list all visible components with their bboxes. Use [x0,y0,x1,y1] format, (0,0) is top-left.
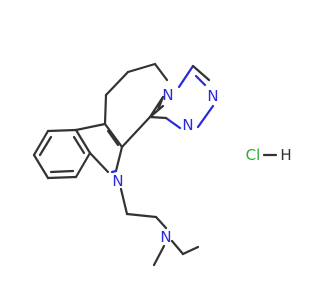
bond [181,245,200,256]
pyrrole-ring [74,122,124,174]
double-bond [38,135,53,157]
bond [170,239,185,256]
bond [46,128,78,133]
bond [153,62,169,82]
bond [74,128,92,155]
bond [177,64,195,89]
double-bond [72,135,86,155]
bond [74,122,107,132]
atom-n-amine: N [160,228,171,246]
bond [148,115,168,120]
side-chain [119,187,200,267]
bond [154,215,168,230]
atom-n-triazole-lower: N [182,116,193,134]
atom-cl: Cl [246,146,261,164]
bond [119,187,129,216]
triazole-ring [148,64,215,130]
atom-n-indole: N [112,172,123,190]
bond [32,129,50,157]
bond [120,115,152,149]
bond [164,116,182,130]
bond [104,70,130,97]
bond [125,212,158,219]
atom-n-triazole-ring: N [162,86,173,104]
atom-h: H [280,146,291,164]
double-bond [106,129,120,147]
double-bond [49,169,75,174]
bond [32,153,50,180]
atom-n-triazole-upper: N [207,87,218,105]
benzene-ring [32,128,92,180]
bond [114,145,124,173]
structure-canvas: N N N N N Cl H [32,62,292,267]
bond [88,151,110,174]
bond [191,64,211,82]
bond [103,122,124,149]
bond [196,104,215,129]
bond [126,62,157,74]
bond [46,175,78,180]
bond [74,151,92,179]
bond [110,169,118,174]
bond [148,95,165,119]
double-bond [194,74,207,87]
molecule-drawing: N N N N N Cl H [32,62,292,267]
bond [152,244,166,267]
bond [103,93,108,126]
